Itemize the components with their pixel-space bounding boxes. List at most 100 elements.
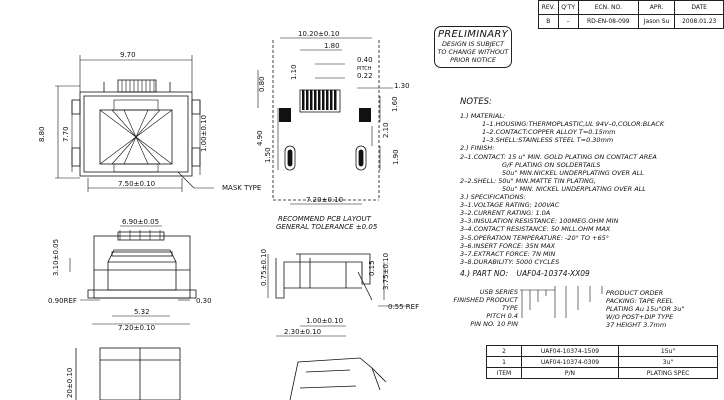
front-ref: 0.90REF bbox=[48, 297, 77, 305]
apr-value: Jason Su bbox=[637, 14, 676, 29]
side-015: 0.15 bbox=[368, 260, 376, 276]
note-line: 3–1.VOLTAGE RATING: 100VAC bbox=[460, 201, 560, 210]
callout-left: TYPE bbox=[502, 304, 518, 312]
note-line: 2.) FINISH: bbox=[460, 144, 495, 153]
rev-header: REV. bbox=[538, 0, 559, 15]
apr-header: APR. bbox=[637, 0, 676, 15]
dim-top-width: 9.70 bbox=[120, 51, 136, 59]
note-line: 1.) MATERIAL: bbox=[460, 112, 506, 121]
dim-left-total: 8.80 bbox=[38, 126, 46, 142]
preliminary-line: DESIGN IS SUBJECT bbox=[441, 40, 505, 48]
plating-spec: 3u" bbox=[618, 356, 718, 368]
callout-right: PACKING: TAPE REEL bbox=[606, 297, 674, 305]
dim-left-inner: 7.70 bbox=[62, 126, 70, 142]
note-line: 50u" MIN.NICKEL UNDERPLATING OVER ALL bbox=[502, 168, 644, 177]
plating-table: 2 UAF04-10374-1509 15u" 1 UAF04-10374-03… bbox=[486, 345, 718, 379]
pcb-150: 1.50 bbox=[264, 147, 272, 163]
plating-pn: P/N bbox=[521, 367, 619, 379]
part-callouts-left: USB SERIES FINISHED PRODUCT TYPE PITCH 0… bbox=[438, 288, 518, 328]
note-line: 2–1.CONTACT: 15 u" MIN. GOLD PLATING ON … bbox=[460, 152, 657, 161]
bottom-view-fragment bbox=[75, 347, 181, 400]
pcb-490: 4.90 bbox=[256, 130, 264, 146]
callout-left: USB SERIES bbox=[479, 288, 518, 296]
pcb-tolerance: GENERAL TOLERANCE ±0.05 bbox=[276, 223, 378, 231]
pcb-layout-title: RECOMMEND PCB LAYOUT bbox=[278, 215, 372, 223]
pcb-210: 2.10 bbox=[382, 122, 390, 138]
callout-right: W/O POST+DIP TYPE bbox=[606, 313, 674, 321]
note-line: 3.) SPECIFICATIONS: bbox=[460, 193, 526, 202]
revision-table: REV. Q'TY ECN. NO. APR. DATE B – RD-EN-0… bbox=[538, 0, 724, 29]
side-375: 3.75±0.10 bbox=[382, 253, 390, 290]
plating-item: ITEM bbox=[486, 367, 522, 379]
side-100: 1.00±0.10 bbox=[306, 317, 343, 325]
rev-value: B bbox=[538, 14, 559, 29]
note-line: 1–2.CONTACT:COPPER ALLOY T=0.15mm bbox=[482, 128, 616, 137]
preliminary-title: PRELIMINARY bbox=[437, 29, 509, 40]
pcb-190: 1.90 bbox=[392, 149, 400, 165]
note-line: 3–6.INSERT FORCE: 35N MAX bbox=[460, 241, 556, 250]
date-header: DATE bbox=[674, 0, 724, 15]
note-line: 3–2.CURRENT RATING: 1.0A bbox=[460, 209, 551, 218]
notes-section: NOTES: 1.) MATERIAL:1–1.HOUSING:THERMOPL… bbox=[460, 98, 724, 278]
front-view-connector bbox=[87, 230, 197, 299]
dim-bottom-width: 7.50±0.10 bbox=[118, 180, 155, 188]
notes-list: 1.) MATERIAL:1–1.HOUSING:THERMOPLASTIC,U… bbox=[460, 112, 724, 266]
part-callout-lines bbox=[520, 286, 603, 318]
preliminary-line: TO CHANGE WITHOUT bbox=[437, 48, 509, 56]
note-line: 2–2.SHELL: 50u" MIN.MATTE TIN PLATING, bbox=[460, 176, 596, 185]
callout-left: PIN NO. 10 PIN bbox=[470, 320, 518, 328]
side-230: 2.30±0.10 bbox=[284, 328, 321, 336]
dim-side: 1.00±0.10 bbox=[200, 115, 208, 152]
part-no-label: 4.) PART NO: bbox=[460, 268, 509, 278]
qty-value: – bbox=[557, 14, 579, 29]
plating-item: 2 bbox=[486, 345, 522, 357]
part-no-value: UAF04-10374-XX09 bbox=[516, 268, 590, 278]
pcb-022: 0.22 bbox=[357, 72, 373, 80]
callout-left: FINISHED PRODUCT bbox=[453, 296, 518, 304]
callout-right: 37 HEIGHT 3.7mm bbox=[606, 321, 667, 329]
preliminary-box: PRELIMINARY DESIGN IS SUBJECT TO CHANGE … bbox=[434, 26, 512, 68]
preliminary-line: PRIOR NOTICE bbox=[450, 56, 496, 64]
pcb-pitch-label: PITCH bbox=[357, 66, 372, 72]
part-no-row: 4.) PART NO: UAF04-10374-XX09 bbox=[460, 268, 724, 278]
part-callouts-right: PRODUCT ORDER PACKING: TAPE REEL PLATING… bbox=[606, 289, 724, 329]
note-line: 1–3.SHELL:STAINLESS STEEL T=0.30mm bbox=[482, 136, 614, 145]
note-line: G/F PLATING ON SOLDERTAILS bbox=[502, 160, 601, 169]
top-view-connector bbox=[71, 79, 201, 177]
ecn-value: RD-EN-08-099 bbox=[577, 14, 639, 29]
side-075: 0.75±0.10 bbox=[260, 249, 268, 286]
pcb-130: 1.30 bbox=[394, 82, 410, 90]
note-line: 3–8.DURABILITY: 5000 CYCLES bbox=[460, 257, 560, 266]
pcb-layout bbox=[272, 40, 380, 201]
callout-right: PLATING Au 15u"OR 3u" bbox=[606, 305, 685, 313]
plating-pn: UAF04-10374-1509 bbox=[521, 345, 619, 357]
note-line: 1–1.HOUSING:THERMOPLASTIC,UL 94V–0,COLOR… bbox=[482, 120, 665, 129]
side-055: 0.55 REF bbox=[388, 303, 419, 311]
side-view-connector bbox=[275, 253, 373, 301]
plating-spec: PLATING SPEC bbox=[618, 367, 718, 379]
pcb-080: 0.80 bbox=[258, 76, 266, 92]
plating-pn: UAF04-10374-0309 bbox=[521, 356, 619, 368]
pcb-160: 1.60 bbox=[391, 96, 399, 112]
qty-header: Q'TY bbox=[557, 0, 579, 15]
front-top: 6.90±0.05 bbox=[122, 218, 159, 226]
front-532: 5.32 bbox=[134, 308, 150, 316]
note-line: 3–5.OPERATION TEMPERATURE: -20° TO +65° bbox=[460, 233, 610, 242]
date-value: 2008.01.23 bbox=[674, 14, 724, 29]
bottom-left-dim: 20±0.10 bbox=[66, 368, 74, 398]
pcb-040: 0.40 bbox=[357, 56, 373, 64]
pcb-overall: 10.20±0.10 bbox=[298, 30, 340, 38]
plating-item: 1 bbox=[486, 356, 522, 368]
front-side: 3.10±0.05 bbox=[52, 239, 60, 276]
pcb-180: 1.80 bbox=[324, 42, 340, 50]
notes-title: NOTES: bbox=[460, 97, 492, 107]
front-030: 0.30 bbox=[196, 297, 212, 305]
pcb-bottom: 7.20±0.10 bbox=[306, 196, 343, 204]
callout-left: PITCH 0.4 bbox=[486, 312, 518, 320]
note-line: 3–4.CONTACT RESISTANCE: 50 MILL.OHM MAX bbox=[460, 225, 611, 234]
mask-type-label: MASK TYPE bbox=[222, 184, 261, 192]
note-line: 3–3.INSULATION RESISTANCE: 100MEG.OHM MI… bbox=[460, 217, 619, 226]
pcb-110: 1.10 bbox=[290, 64, 298, 80]
callout-right: PRODUCT ORDER bbox=[606, 289, 664, 297]
